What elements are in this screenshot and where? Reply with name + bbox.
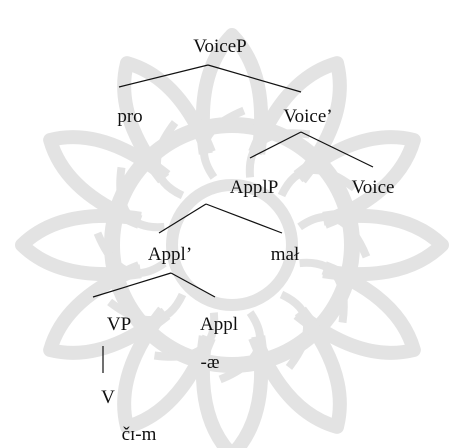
watermark-petal — [248, 306, 347, 434]
watermark-petal — [195, 28, 269, 155]
watermark-petal — [195, 335, 269, 448]
edge-applbar-vp — [92, 272, 172, 298]
node-vp: VP — [106, 314, 132, 335]
edge-voicebar-voice — [300, 131, 374, 168]
watermark-petal — [43, 261, 171, 360]
node-pro: pro — [117, 106, 143, 127]
edge-applp-applbar — [158, 203, 207, 234]
node-voicep: VoiceP — [193, 36, 247, 57]
edge-voicep-pro — [118, 64, 209, 88]
watermark-petal — [117, 56, 216, 184]
node-appl: Appl — [200, 314, 238, 335]
node-ae-suffix: -æ — [200, 352, 220, 373]
edge-voicep-voicebar — [207, 64, 302, 93]
edge-voicebar-applp — [249, 131, 302, 159]
watermark-petal — [248, 56, 347, 184]
node-appl-bar: Appl’ — [147, 244, 193, 265]
node-voice: Voice — [351, 177, 395, 198]
watermark-petal — [293, 261, 421, 360]
node-applp: ApplP — [229, 177, 279, 198]
watermark-petal — [15, 208, 142, 282]
edge-applbar-appl — [170, 272, 216, 298]
watermark-petal — [43, 130, 171, 229]
watermark-petal — [322, 208, 449, 282]
node-cim-root: čɪ-m — [121, 424, 157, 445]
watermark-petal — [293, 130, 421, 229]
node-mal: mał — [270, 244, 300, 265]
watermark-petal — [117, 306, 216, 434]
edge-applp-mal — [205, 203, 283, 234]
node-voice-bar: Voice’ — [283, 106, 333, 127]
node-v: V — [101, 387, 115, 408]
watermark-swirl — [200, 106, 246, 180]
